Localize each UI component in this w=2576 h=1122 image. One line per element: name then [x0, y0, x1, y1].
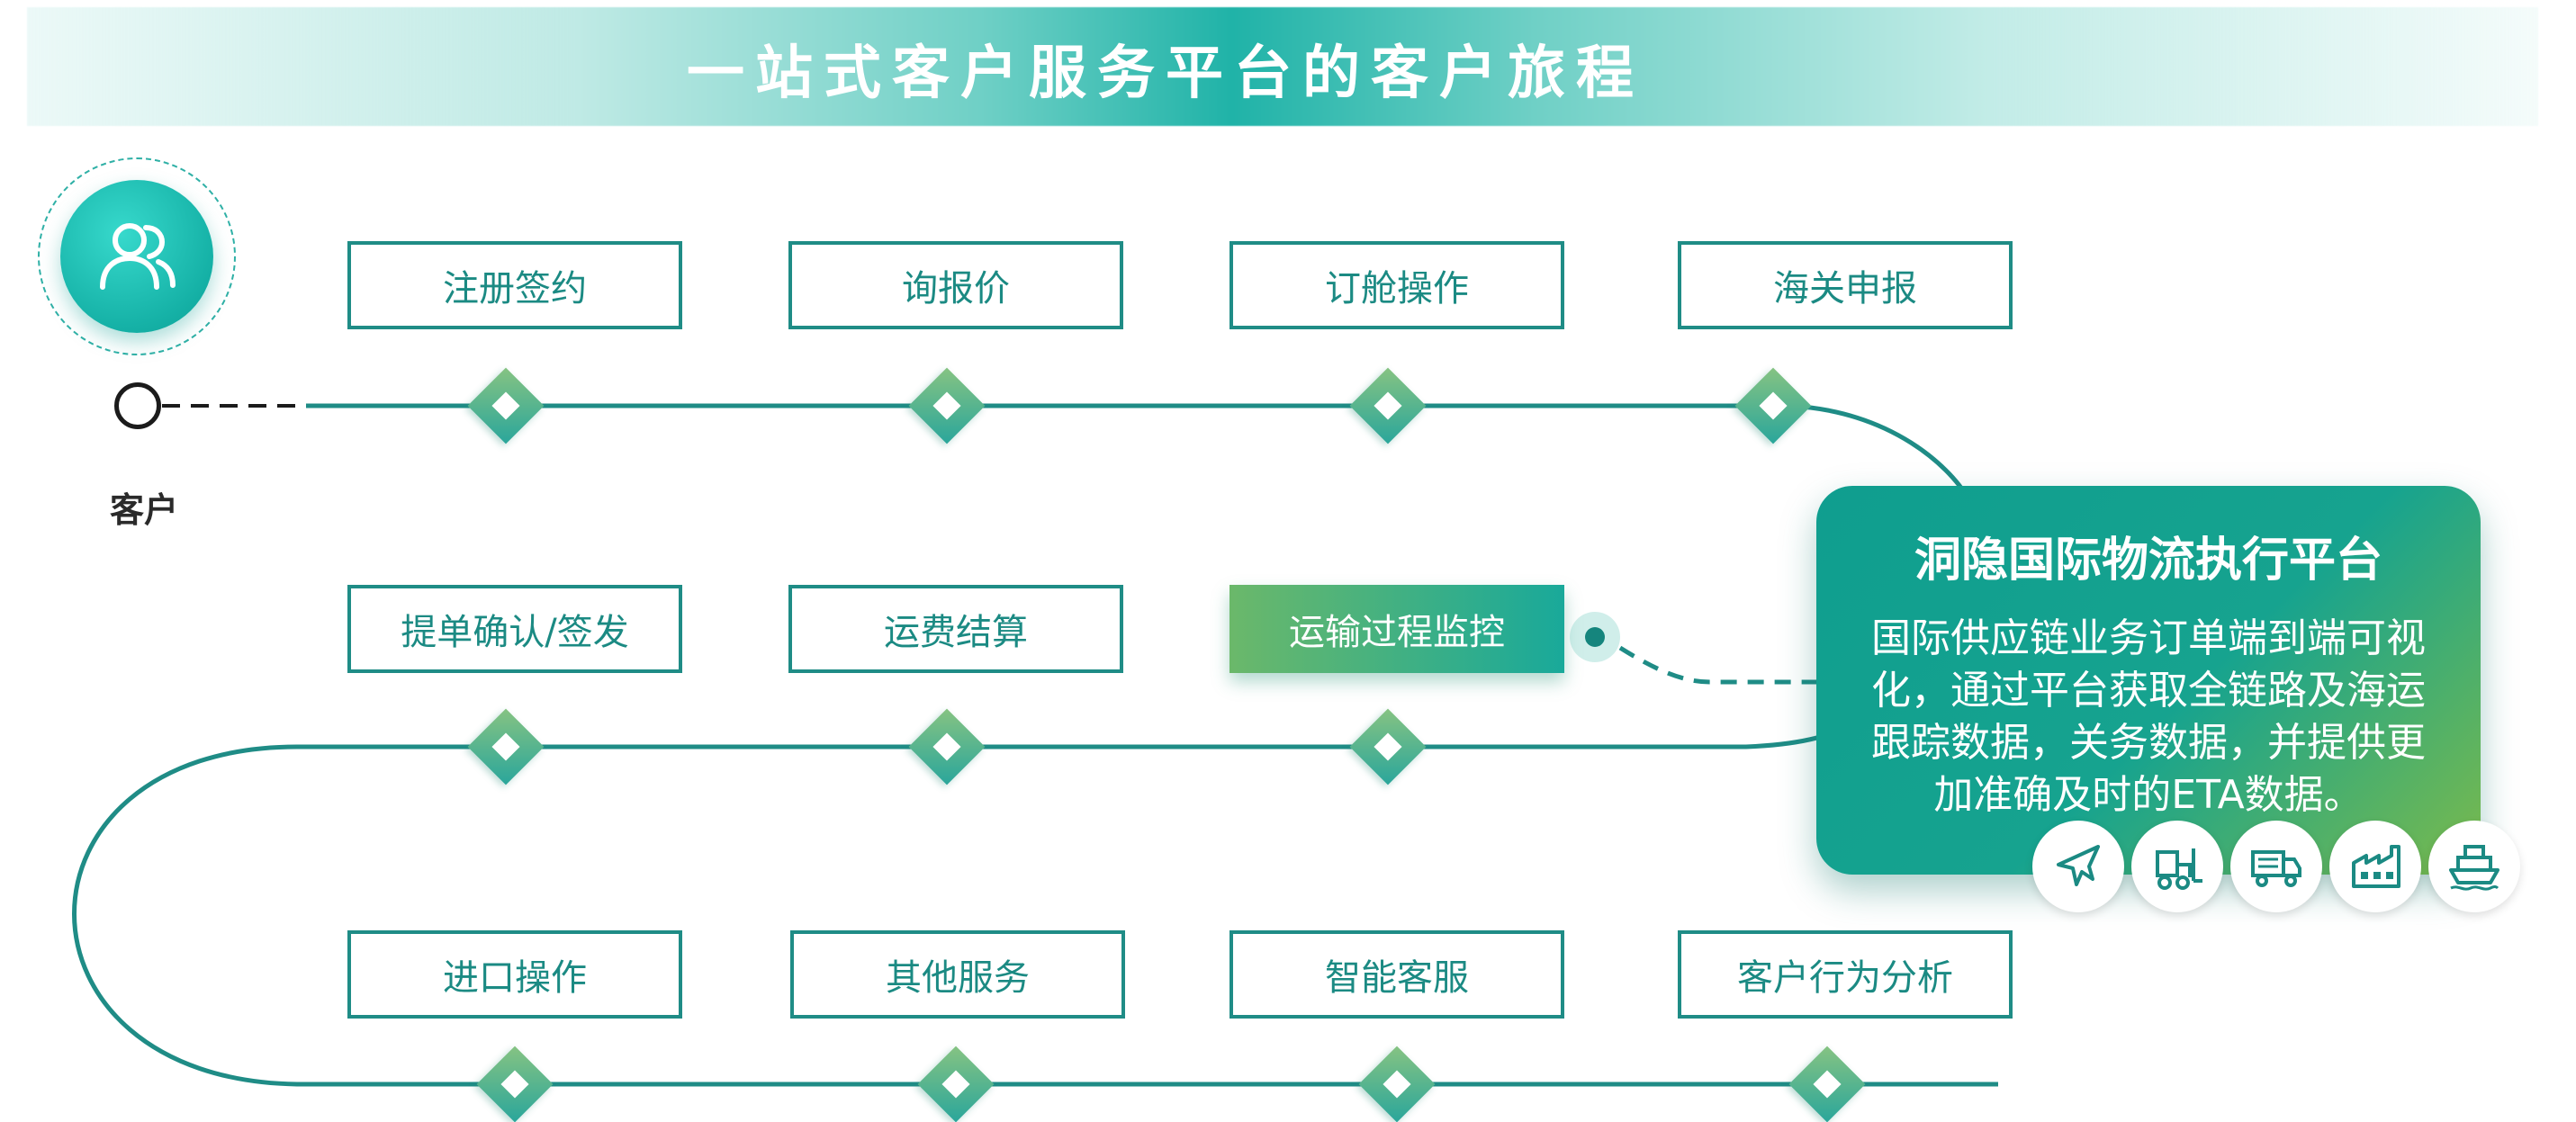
- stage-import-operation[interactable]: 进口操作: [347, 930, 682, 1019]
- stage-booking[interactable]: 订舱操作: [1229, 241, 1564, 329]
- platform-description: 国际供应链业务订单端到端可视化，通过平台获取全链路及海运跟踪数据，关务数据，并提…: [1871, 615, 2426, 818]
- stage-bill-of-lading[interactable]: 提单确认/签发: [347, 585, 682, 673]
- stage-quote[interactable]: 询报价: [788, 241, 1123, 329]
- stage-freight-settlement[interactable]: 运费结算: [788, 585, 1123, 673]
- customer-label: 客户: [110, 490, 179, 530]
- stage-customs-declaration[interactable]: 海关申报: [1678, 241, 2013, 329]
- stage-transport-monitoring[interactable]: 运输过程监控: [1229, 585, 1564, 673]
- warehouse-icon: [2329, 821, 2421, 912]
- platform-card: 洞隐国际物流执行平台 国际供应链业务订单端到端可视化，通过平台获取全链路及海运跟…: [1816, 486, 2481, 875]
- stage-other-services[interactable]: 其他服务: [790, 930, 1125, 1019]
- stage-smart-customer-service[interactable]: 智能客服: [1229, 930, 1564, 1019]
- connector-dot: [1570, 612, 1620, 662]
- stage-register-sign[interactable]: 注册签约: [347, 241, 682, 329]
- ship-icon: [2428, 821, 2520, 912]
- start-node: [114, 382, 161, 429]
- title-band: [27, 7, 2538, 126]
- forklift-icon: [2131, 821, 2223, 912]
- truck-icon: [2230, 821, 2322, 912]
- users-icon: [100, 223, 176, 290]
- platform-title: 洞隐国际物流执行平台: [1914, 534, 2382, 588]
- plane-icon: [2032, 821, 2124, 912]
- avatar-dashed-ring: [38, 157, 236, 355]
- customer-avatar: [60, 180, 213, 333]
- page-title: 一站式客户服务平台的客户旅程: [687, 40, 1644, 107]
- stage-customer-behavior-analysis[interactable]: 客户行为分析: [1678, 930, 2013, 1019]
